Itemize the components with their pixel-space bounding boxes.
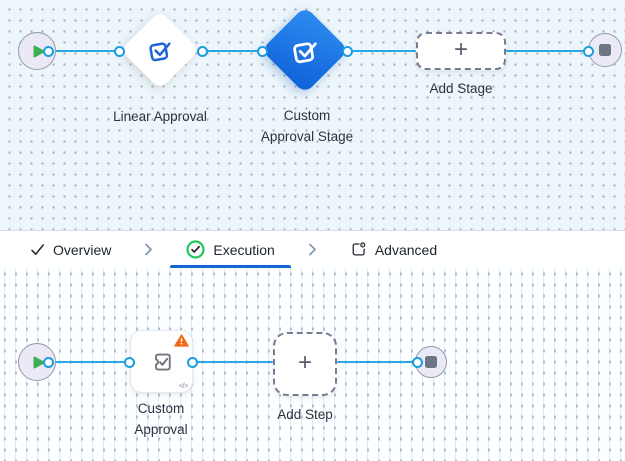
active-tab-underline [170, 265, 291, 268]
connection-port[interactable] [582, 45, 594, 57]
puzzle-check-icon [147, 347, 177, 377]
stage-node-custom-approval-stage[interactable] [261, 6, 349, 94]
connector-line [506, 49, 588, 53]
tab-overview[interactable]: Overview [14, 231, 127, 268]
connector-line [192, 360, 273, 364]
code-icon: </> [178, 381, 189, 390]
stop-icon [599, 44, 611, 56]
approval-stamp-icon [289, 34, 322, 67]
panel-gear-icon [350, 241, 367, 258]
end-node[interactable] [588, 33, 622, 67]
play-icon [33, 356, 45, 369]
add-stage-button[interactable]: + [416, 32, 506, 70]
tab-label: Advanced [374, 241, 438, 258]
approval-stamp-icon [145, 35, 175, 65]
connector-line [202, 49, 262, 53]
connector-line [48, 49, 119, 53]
stage-canvas[interactable]: + Linear Approval Custom Approval Stage … [0, 0, 625, 230]
stop-icon [425, 356, 437, 368]
connection-port[interactable] [411, 356, 423, 368]
tab-advanced[interactable]: Advanced [334, 231, 453, 268]
add-step-button[interactable]: + [273, 332, 337, 396]
node-label-add-stage: Add Stage [429, 81, 493, 96]
tab-label: Overview [53, 241, 112, 258]
connection-port[interactable] [186, 356, 198, 368]
chevron-right-icon [308, 243, 317, 256]
node-label-linear-approval: Linear Approval [113, 109, 207, 124]
tab-execution[interactable]: Execution [170, 231, 291, 268]
node-label-add-step: Add Step [277, 407, 333, 422]
plus-icon: + [297, 349, 312, 376]
node-label-custom-approval: Custom Approval [134, 401, 188, 437]
step-node-custom-approval[interactable]: </> [130, 330, 193, 393]
connector-line [337, 360, 417, 364]
stage-tab-bar: Overview Execution [0, 230, 625, 268]
tab-label: Execution [213, 241, 275, 258]
connection-port[interactable] [123, 356, 135, 368]
connection-port[interactable] [42, 45, 54, 57]
connection-port[interactable] [113, 45, 125, 57]
connection-port[interactable] [341, 45, 353, 57]
connector-line [347, 49, 416, 53]
stage-node-linear-approval[interactable] [120, 10, 200, 90]
play-icon [33, 45, 45, 58]
node-label-custom-approval-stage: Custom Approval Stage [260, 108, 354, 144]
connector-line [48, 360, 129, 364]
connection-port[interactable] [256, 45, 268, 57]
connection-port[interactable] [196, 45, 208, 57]
check-circle-icon [186, 240, 205, 259]
warning-triangle-icon [174, 334, 189, 347]
chevron-right-icon [144, 243, 153, 256]
connection-port[interactable] [42, 356, 54, 368]
plus-icon: + [453, 36, 468, 63]
step-canvas[interactable]: </> + Custom Approval Add Step [0, 268, 625, 461]
check-icon [30, 242, 45, 257]
